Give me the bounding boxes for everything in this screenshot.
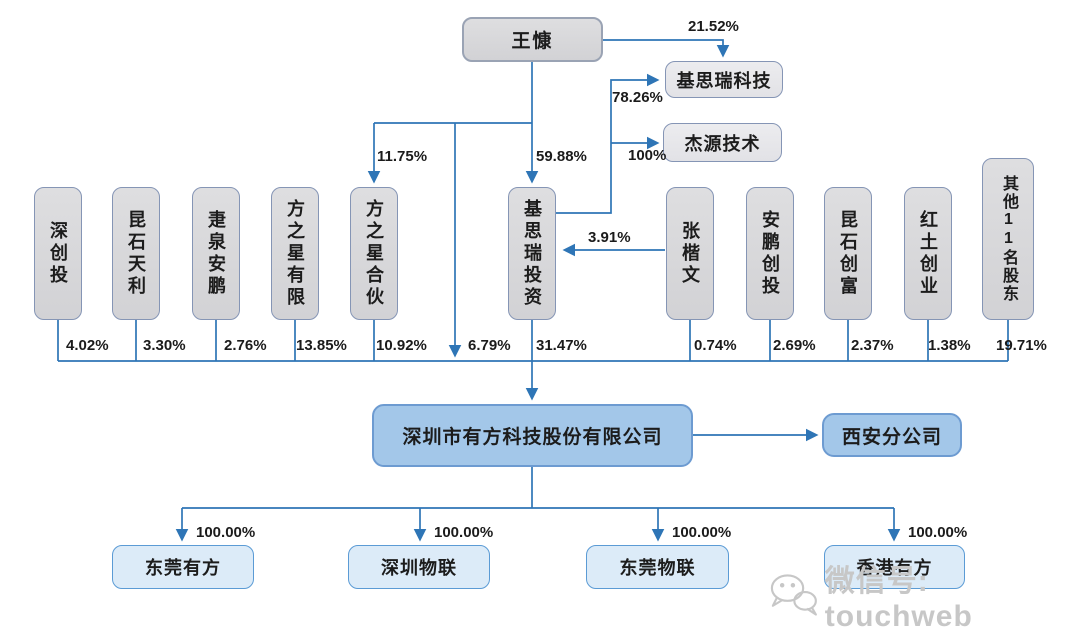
node-main-company: 深圳市有方科技股份有限公司 <box>372 404 693 467</box>
pct-kunshi-tianli: 3.30% <box>143 337 186 354</box>
node-anpeng-chuangtou: 安鹏创投 <box>746 187 794 320</box>
node-shen-chuang-tou: 深创投 <box>34 187 82 320</box>
node-fangzhixing-ltd: 方之星有限 <box>271 187 319 320</box>
pct-kunshi-chuangfu: 2.37% <box>851 337 894 354</box>
pct-anpeng-chuangtou: 2.69% <box>773 337 816 354</box>
node-label: 东莞物联 <box>619 558 696 578</box>
node-hongtu-chuangye: 红土创业 <box>904 187 952 320</box>
node-label: 深圳市有方科技股份有限公司 <box>402 427 663 448</box>
node-zhang-kaiwen: 张楷文 <box>666 187 714 320</box>
pct-zhang-kaiwen: 0.74% <box>694 337 737 354</box>
pct-wang-to-jisirui-tech: 21.52% <box>688 18 739 35</box>
node-shenzhen-wulian: 深圳物联 <box>348 545 490 589</box>
node-hongkong-youfang: 香港有方 <box>824 545 965 589</box>
pct-jiequan-anpeng: 2.76% <box>224 337 267 354</box>
watermark: 微信号: touchweb <box>768 556 1080 630</box>
node-kunshi-tianli: 昆石天利 <box>112 187 160 320</box>
node-other-shareholders: 其他11名股东 <box>982 158 1034 320</box>
node-label: 西安分公司 <box>841 426 942 448</box>
node-dongguan-wulian: 东莞物联 <box>586 545 729 589</box>
pct-wang-direct: 6.79% <box>468 337 511 354</box>
pct-to-hongkong-youfang: 100.00% <box>908 524 968 541</box>
node-dongguan-youfang: 东莞有方 <box>112 545 254 589</box>
node-label: 昆石天利 <box>126 209 146 298</box>
node-xian-branch: 西安分公司 <box>822 413 962 457</box>
node-label: 张楷文 <box>680 220 700 287</box>
node-label: 香港有方 <box>856 558 933 578</box>
node-label: 方之星合伙 <box>364 198 384 309</box>
node-wang-kang: 王慷 <box>462 17 603 62</box>
node-label: 王慷 <box>511 31 554 52</box>
node-label: 深圳物联 <box>381 558 457 578</box>
node-label: 红土创业 <box>918 209 938 298</box>
pct-fangzhixing-ltd: 13.85% <box>296 337 347 354</box>
node-label: 东莞有方 <box>145 558 221 578</box>
pct-jisirui-inv-to-jieyuan-tech: 100% <box>628 147 667 164</box>
node-fangzhixing-lp: 方之星合伙 <box>350 187 398 320</box>
pct-to-dongguan-wulian: 100.00% <box>672 524 732 541</box>
node-label: 昆石创富 <box>838 209 858 298</box>
pct-wang-to-jisirui-inv: 59.88% <box>536 148 587 165</box>
node-jisirui-tech: 基思瑞科技 <box>665 61 783 98</box>
node-jiequan-anpeng: 疌泉安鹏 <box>192 187 240 320</box>
node-label: 疌泉安鹏 <box>206 209 226 298</box>
node-label: 方之星有限 <box>285 198 305 309</box>
node-label: 其他11名股东 <box>1000 175 1017 303</box>
node-label: 基思瑞科技 <box>676 70 772 91</box>
node-kunshi-chuangfu: 昆石创富 <box>824 187 872 320</box>
node-jieyuan-tech: 杰源技术 <box>663 123 782 162</box>
pct-jisirui-inv-to-jisirui-tech: 78.26% <box>612 89 663 106</box>
node-label: 安鹏创投 <box>760 209 780 298</box>
node-label: 深创投 <box>48 220 68 287</box>
pct-wang-to-fangzhixing-lp: 11.75% <box>377 148 428 165</box>
pct-zhang-to-jisirui-inv: 3.91% <box>588 229 631 246</box>
watermark-text: 微信号: touchweb <box>824 565 973 630</box>
node-label: 杰源技术 <box>684 133 761 154</box>
wechat-icon <box>770 574 817 616</box>
pct-fangzhixing-lp: 10.92% <box>376 337 427 354</box>
pct-to-dongguan-youfang: 100.00% <box>196 524 256 541</box>
pct-hongtu-chuangye: 1.38% <box>928 337 971 354</box>
pct-jisirui-investment: 31.47% <box>536 337 587 354</box>
pct-other-shareholders: 19.71% <box>996 337 1047 354</box>
node-jisirui-investment: 基思瑞投资 <box>508 187 556 320</box>
pct-shen-chuang-tou: 4.02% <box>66 337 109 354</box>
pct-to-shenzhen-wulian: 100.00% <box>434 524 494 541</box>
node-label: 基思瑞投资 <box>522 198 542 309</box>
